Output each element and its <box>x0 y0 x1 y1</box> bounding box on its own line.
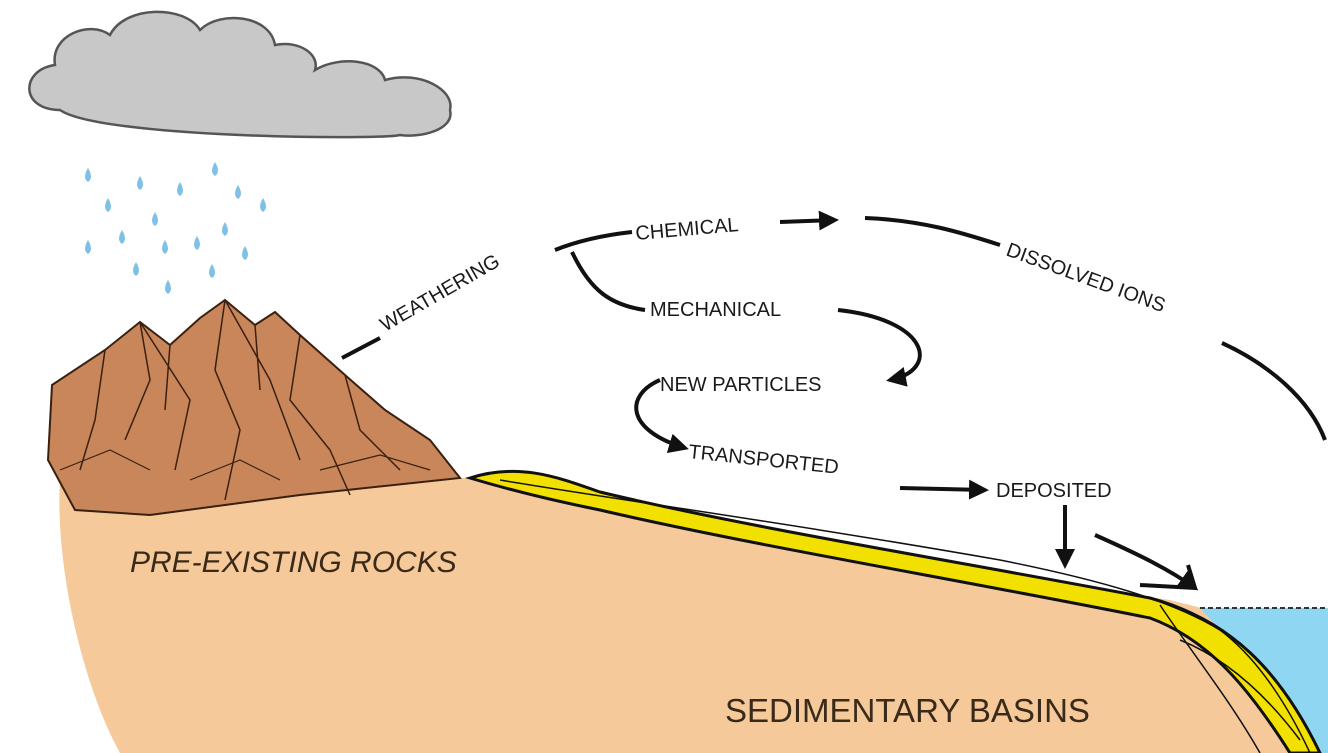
rain-cloud <box>28 10 452 139</box>
arrow-weathering-to-mechanical <box>570 251 646 312</box>
flow-arrows <box>341 210 1327 591</box>
label-mechanical: MECHANICAL <box>650 299 781 321</box>
sediment-stratum-line-3 <box>1179 639 1301 741</box>
arrow-mechanical-to-new-particles <box>837 308 922 387</box>
label-deposited: DEPOSITED <box>996 480 1112 502</box>
arrow-weathering-to-chemical <box>554 230 633 252</box>
ground-basin <box>59 478 1328 753</box>
arrow-chemical <box>779 210 839 231</box>
sediment-stratum-line <box>499 479 1311 753</box>
label-chemical: CHEMICAL <box>635 214 740 245</box>
sediment-stratum-line-2 <box>1159 604 1261 753</box>
sediment-layer <box>464 469 1322 753</box>
arrow-deposited-to-basin <box>1094 533 1199 591</box>
label-weathering: WEATHERING <box>377 250 504 336</box>
pre-existing-rocks-mountains <box>46 298 462 517</box>
label-sedimentary-basins: SEDIMENTARY BASINS <box>725 692 1090 729</box>
arrow-rocks-to-weathering <box>341 336 381 360</box>
label-transported: TRANSPORTED <box>687 441 839 479</box>
label-pre-existing-rocks: PRE-EXISTING ROCKS <box>130 546 457 579</box>
label-new-particles: NEW PARTICLES <box>660 374 822 396</box>
arrow-to-dissolved-ions <box>864 216 1001 247</box>
arrow-dissolved-ions-to-sea <box>1221 341 1327 441</box>
rain-drops <box>85 162 266 294</box>
arrow-new-particles-to-transported <box>634 378 689 453</box>
label-dissolved-ions: DISSOLVED IONS <box>1003 239 1168 317</box>
arrow-transported-to-deposited <box>899 479 989 500</box>
